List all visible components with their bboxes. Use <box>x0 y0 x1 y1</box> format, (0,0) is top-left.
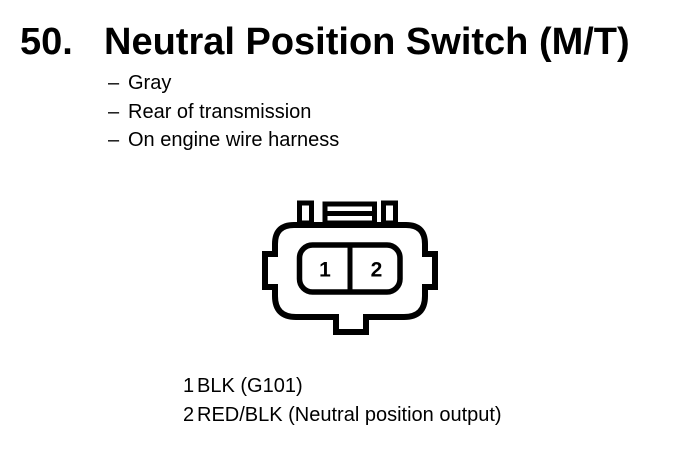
pin-1-label: 1 <box>319 259 331 282</box>
dash-bullet-icon: – <box>108 129 120 151</box>
detail-text-location: Rear of transmission <box>128 100 312 123</box>
detail-item: –Rear of transmission <box>108 98 339 127</box>
item-number: 50. <box>20 21 73 63</box>
connector-diagram: 1 2 <box>262 200 438 335</box>
detail-list: –Gray –Rear of transmission –On engine w… <box>108 69 339 155</box>
dash-bullet-icon: – <box>108 72 120 94</box>
detail-text-harness: On engine wire harness <box>128 129 340 151</box>
pinout-wire-description: RED/BLK (Neutral position output) <box>197 404 502 426</box>
pinout-pin-number: 1 <box>183 375 195 397</box>
connector-top-tab-left-icon <box>297 200 314 226</box>
pin-2-label: 2 <box>371 259 383 282</box>
pinout-pin-number: 2 <box>183 404 195 426</box>
detail-text-color: Gray <box>128 72 172 94</box>
pinout-wire-description: BLK (G101) <box>197 375 303 397</box>
detail-item: –Gray <box>108 69 339 98</box>
connector-body-outline <box>262 222 438 335</box>
connector-top-tab-right-icon <box>381 200 398 226</box>
detail-item: –On engine wire harness <box>108 126 339 155</box>
dash-bullet-icon: – <box>108 100 120 123</box>
page-title: Neutral Position Switch (M/T) <box>104 21 630 63</box>
